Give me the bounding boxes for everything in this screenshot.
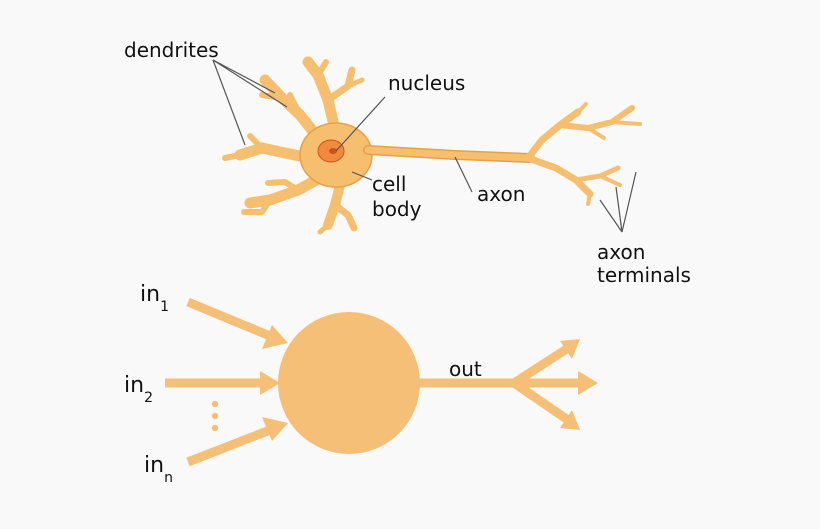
input-n-subscript: n (164, 470, 173, 486)
input-1-base: in (140, 282, 160, 307)
cell-body-label-line2: body (372, 197, 422, 221)
input-n-base: in (144, 453, 164, 478)
input-arrow-n (186, 417, 288, 467)
output-branch-bottom (509, 378, 580, 430)
neuron-node (278, 312, 420, 454)
dendrite-branches (222, 56, 365, 235)
input-2-label: in2 (124, 373, 153, 406)
output-branch-middle (509, 371, 598, 395)
axon-terminal-branches (524, 102, 642, 206)
input-arrow-1 (186, 297, 288, 349)
input-2-subscript: 2 (144, 390, 153, 406)
cell-body-label-line1: cell (372, 172, 406, 196)
biological-neuron: dendrites nucleus cell body axon axon te… (124, 38, 691, 287)
input-n-label: inn (144, 453, 173, 486)
artificial-neuron: in1 in2 inn out (124, 282, 598, 486)
input-1-subscript: 1 (160, 299, 169, 315)
input-arrows (165, 297, 288, 467)
dendrites-label: dendrites (124, 38, 219, 62)
output-label: out (449, 357, 482, 381)
output-branch-top (509, 339, 580, 388)
leader-lines (212, 59, 637, 233)
nucleus-label: nucleus (388, 71, 465, 95)
output-arrows (413, 339, 598, 430)
axon-terminals-label-line2: terminals (597, 263, 691, 287)
axon-label: axon (477, 182, 525, 206)
input-2-base: in (124, 373, 144, 398)
axon (363, 145, 535, 163)
axon-terminals-label-line1: axon (597, 240, 645, 264)
input-arrow-2 (165, 371, 280, 395)
input-1-label: in1 (140, 282, 169, 315)
ellipsis-dots (211, 400, 219, 432)
nucleolus (329, 148, 337, 154)
